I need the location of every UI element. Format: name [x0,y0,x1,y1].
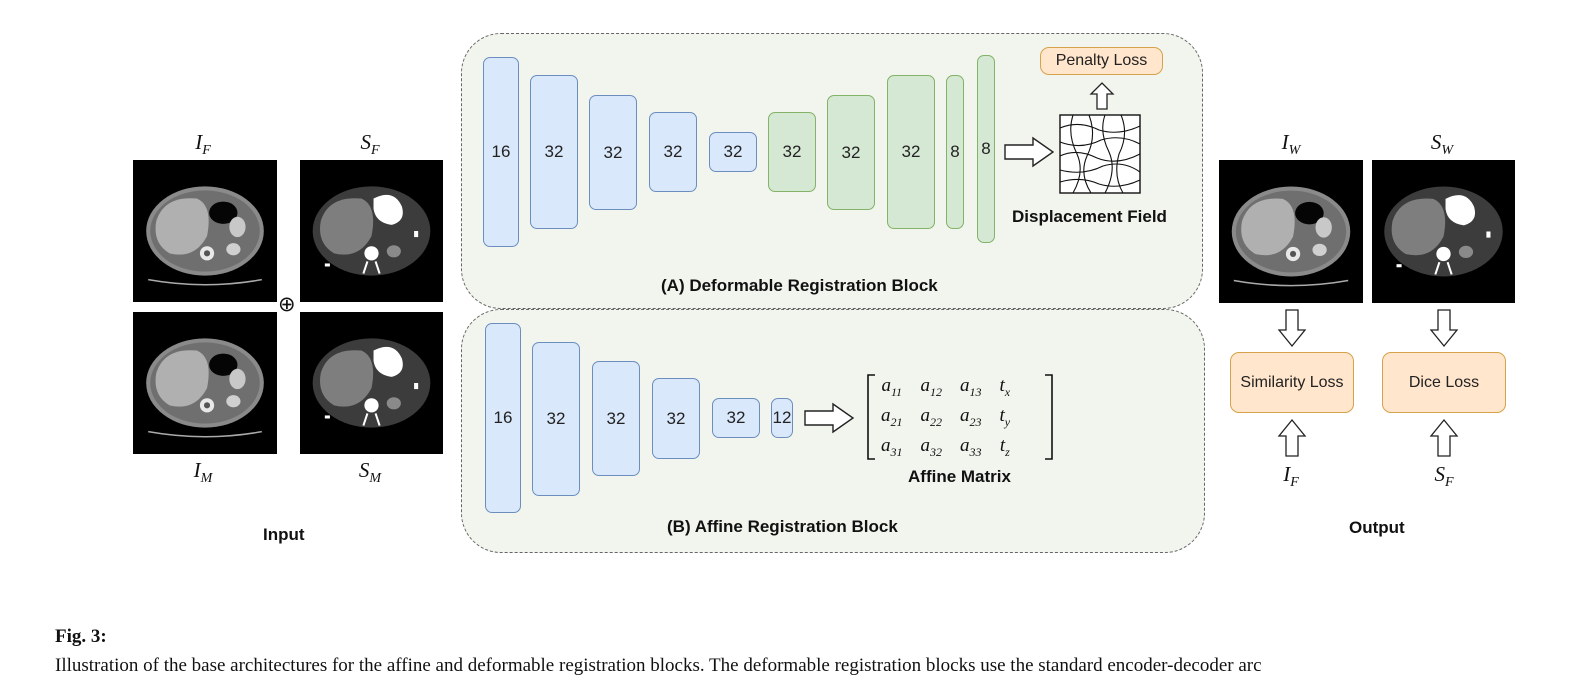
affine-encoder-block-6: 12 [771,398,793,438]
deformable-decoder-block-5: 8 [977,55,995,243]
fixed-segmentation-image [300,160,443,302]
matrix-cell: tz [999,434,1010,459]
affine-block-title: (B) Affine Registration Block [667,517,898,536]
matrix-cell: a21 [881,404,903,429]
output-label: Output [1349,518,1405,537]
matrix-cell: a33 [960,434,982,459]
deformable-output-arrow [1004,136,1055,168]
matrix-cell: a12 [920,374,943,399]
affine-encoder-block-5: 32 [712,398,760,438]
affine-output-arrow [804,402,855,434]
matrix-cell: a23 [960,404,982,429]
deformable-decoder-block-4: 8 [946,75,964,229]
input-label: Input [263,525,305,544]
similarity-reference-symbol: IF [1283,462,1299,491]
matrix-row: a31 a32 a33 tz [872,432,1019,462]
concat-operator: ⊕ [278,292,296,316]
matrix-bracket-left [867,374,875,460]
matrix-cell: a13 [960,374,982,399]
affine-encoder-block-1: 16 [485,323,521,513]
caption-text: Illustration of the base architectures f… [55,655,1262,676]
similarity-arrow-down [1277,309,1307,348]
moving-seg-symbol: SM [358,458,382,487]
displacement-field-label: Displacement Field [1012,207,1167,226]
dice-reference-symbol: SF [1434,462,1454,491]
fixed-image-symbol: IF [195,130,211,159]
affine-encoder-block-3: 32 [592,361,640,476]
matrix-cell: a22 [920,404,943,429]
matrix-cell: a11 [881,374,903,399]
deformable-decoder-block-1: 32 [768,112,816,192]
matrix-cell: ty [999,404,1011,429]
fixed-seg-symbol: SF [360,130,380,159]
matrix-cell: tx [999,374,1011,399]
dice-arrow-down [1429,309,1459,348]
deformable-decoder-block-2: 32 [827,95,875,210]
matrix-cell: a32 [920,434,943,459]
moving-image-symbol: IM [193,458,213,487]
deformable-encoder-block-5: 32 [709,132,757,172]
deformable-decoder-block-3: 32 [887,75,935,229]
similarity-arrow-up [1277,418,1307,457]
warped-segmentation-image [1372,160,1515,303]
matrix-cell: a31 [881,434,903,459]
caption-title: Fig. 3: [55,626,107,647]
matrix-row: a21 a22 a23 ty [872,402,1019,432]
deformable-encoder-block-1: 16 [483,57,519,247]
penalty-loss-box: Penalty Loss [1040,47,1163,75]
displacement-field-grid [1059,114,1141,194]
affine-encoder-block-4: 32 [652,378,700,459]
affine-matrix-label: Affine Matrix [908,467,1011,486]
similarity-loss-box: Similarity Loss [1230,352,1354,413]
affine-matrix: a11 a12 a13 tx a21 a22 a23 ty a31 a32 a33 tz [872,372,1019,462]
matrix-row: a11 a12 a13 tx [872,372,1019,402]
warped-ct-image [1219,160,1363,303]
fixed-ct-image [133,160,277,302]
matrix-bracket-right [1045,374,1053,460]
deformable-encoder-block-4: 32 [649,112,697,192]
moving-ct-image [133,312,277,454]
deformable-encoder-block-2: 32 [530,75,578,229]
affine-encoder-block-2: 32 [532,342,580,496]
deformable-block-title: (A) Deformable Registration Block [661,276,938,295]
warped-seg-symbol: SW [1430,130,1454,159]
dice-loss-box: Dice Loss [1382,352,1506,413]
warped-image-symbol: IW [1281,130,1301,159]
dice-arrow-up [1429,418,1459,457]
deformable-encoder-block-3: 32 [589,95,637,210]
penalty-arrow-up [1089,82,1115,110]
moving-segmentation-image [300,312,443,454]
